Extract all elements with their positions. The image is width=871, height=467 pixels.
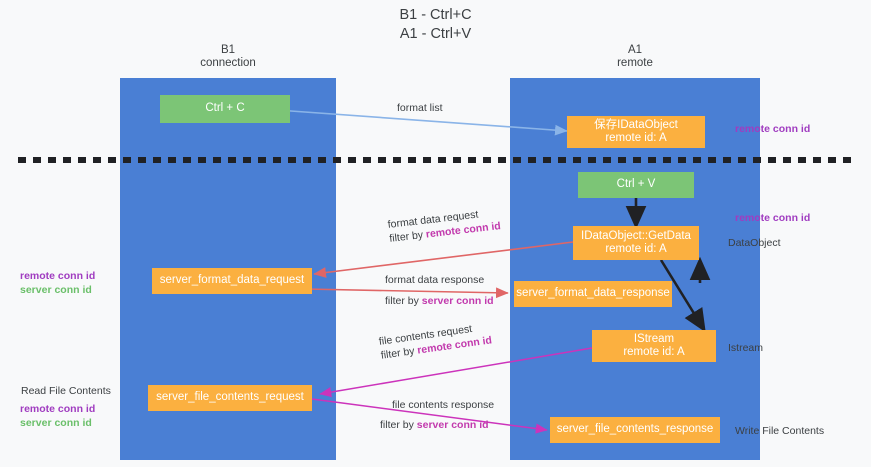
edge-label-file-contents-response-text: file contents response (392, 399, 495, 411)
node-server-file-contents-request[interactable]: server_file_contents_request (148, 385, 312, 411)
node-idataobject-getdata-label: IDataObject::GetData (581, 229, 691, 242)
annotation-text: Istream (728, 342, 764, 354)
lane-header-b1-role: connection (200, 57, 256, 69)
node-save-idataobject[interactable]: 保存IDataObject remote id: A (567, 116, 705, 148)
wire-format-data-response (304, 287, 509, 299)
edge-label-format-data-response-text: format data response (385, 274, 485, 286)
wire-format-list (276, 109, 568, 136)
node-ctrl-c-label: Ctrl + C (205, 102, 245, 115)
node-server-format-data-request-label: server_format_data_request (159, 274, 305, 287)
filter-prefix: filter by (380, 419, 417, 431)
lane-header-a1-role: remote (617, 57, 653, 69)
annotation-right-remote-conn-id-top: remote conn id (735, 122, 810, 136)
annotation-text: Read File Contents (21, 385, 111, 397)
edge-label-format-list-text: format list (397, 102, 443, 114)
node-ctrl-c[interactable]: Ctrl + C (160, 95, 290, 123)
annotation-remote-conn-id: remote conn id (20, 270, 96, 282)
wire-file-contents-response (311, 398, 548, 434)
edge-label-format-data-response-filter: filter by server conn id (385, 294, 494, 308)
annotation-server-conn-id: server conn id (20, 284, 92, 296)
node-save-idataobject-remote-id: remote id: A (605, 132, 667, 144)
annotation-left-conn-ids-mid: remote conn id server conn id (20, 269, 95, 297)
node-server-format-data-request[interactable]: server_format_data_request (152, 268, 312, 294)
node-istream-remote-id: remote id: A (623, 346, 685, 358)
node-ctrl-v-label: Ctrl + V (616, 178, 656, 191)
annotation-server-conn-id: server conn id (20, 417, 92, 429)
wire-format-data-request (313, 241, 574, 278)
annotation-text: Write File Contents (735, 425, 825, 437)
edge-label-file-contents-response: file contents response filter by server … (380, 398, 495, 432)
wire-file-contents-request (319, 347, 593, 398)
node-istream[interactable]: IStream remote id: A (592, 330, 716, 362)
lane-header-a1: A1 remote (510, 44, 760, 70)
annotation-right-dataobject: DataObject (728, 236, 781, 250)
edge-label-file-contents-response-filter: filter by server conn id (380, 418, 494, 432)
node-server-file-contents-response-label: server_file_contents_response (556, 423, 714, 436)
annotation-right-remote-conn-id-mid: remote conn id (735, 211, 810, 225)
node-server-format-data-response[interactable]: server_format_data_response (514, 281, 672, 307)
filter-key-server-conn-id: server conn id (421, 295, 494, 307)
node-server-format-data-response-label: server_format_data_response (516, 287, 670, 300)
page-title-line2: A1 - Ctrl+V (399, 26, 472, 42)
filter-key-server-conn-id: server conn id (416, 419, 489, 431)
annotation-left-conn-ids-bottom: remote conn id server conn id (20, 402, 95, 430)
phase-divider (18, 157, 853, 163)
annotation-text: remote conn id (735, 212, 811, 224)
node-server-file-contents-response[interactable]: server_file_contents_response (550, 417, 720, 443)
edge-label-format-data-response: format data response filter by server co… (385, 273, 494, 308)
annotation-remote-conn-id: remote conn id (20, 403, 96, 415)
page-title: B1 - Ctrl+C A1 - Ctrl+V (0, 6, 871, 44)
annotation-text: DataObject (728, 237, 781, 249)
node-idataobject-getdata-remote-id: remote id: A (605, 243, 667, 255)
lane-header-b1: B1 connection (120, 44, 336, 70)
node-server-file-contents-request-label: server_file_contents_request (156, 391, 304, 404)
annotation-right-write-file-contents: Write File Contents (735, 424, 824, 438)
wire-getdata-to-istream (659, 259, 706, 333)
node-save-idataobject-label: 保存IDataObject (594, 118, 678, 131)
annotation-left-read-file-contents: Read File Contents (21, 384, 111, 398)
node-istream-label: IStream (633, 332, 675, 345)
page-title-line1: B1 - Ctrl+C (399, 7, 472, 23)
node-idataobject-getdata[interactable]: IDataObject::GetData remote id: A (573, 226, 699, 260)
edge-label-format-list: format list (397, 101, 443, 115)
lane-header-a1-name: A1 (627, 44, 643, 56)
annotation-text: remote conn id (735, 123, 811, 135)
node-ctrl-v[interactable]: Ctrl + V (578, 172, 694, 198)
filter-prefix: filter by (385, 295, 422, 307)
lane-header-b1-name: B1 (220, 44, 236, 56)
annotation-right-istream: Istream (728, 341, 763, 355)
